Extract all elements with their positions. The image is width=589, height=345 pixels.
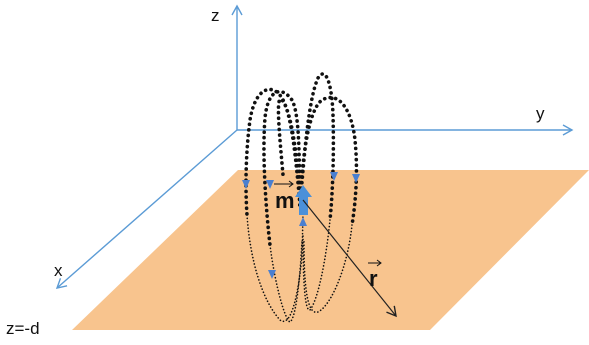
moment-label: m	[274, 180, 295, 213]
arrowhead-icon	[299, 217, 307, 226]
x-axis	[55, 129, 238, 289]
field-line-lower-2	[269, 239, 303, 323]
field-line-lower-4	[303, 224, 353, 313]
svg-text:m: m	[275, 188, 295, 213]
position-vector-r	[302, 199, 397, 318]
plane-z-minus-d	[72, 170, 589, 330]
field-line-upper-3	[298, 72, 336, 222]
y-axis-label: y	[536, 104, 545, 123]
arrowhead-icon	[242, 180, 250, 189]
svg-text:r: r	[369, 266, 378, 291]
arrowhead-icon	[352, 174, 360, 183]
field-line-upper-2	[262, 89, 302, 247]
field-line-upper-4	[298, 95, 359, 227]
field-direction-arrows	[242, 172, 360, 279]
plane-label: z=-d	[6, 319, 40, 338]
coordinate-axes	[55, 4, 574, 289]
field-line-lower-1	[246, 214, 304, 323]
arrowhead-icon	[268, 270, 276, 279]
field-line-lower-3	[302, 219, 331, 311]
field-line-upper-5	[276, 97, 302, 207]
arrowhead-icon	[266, 180, 274, 189]
position-label: r	[368, 259, 382, 291]
x-axis-label: x	[54, 261, 63, 280]
moment-arrow	[295, 185, 312, 215]
arrowhead-icon	[330, 172, 338, 181]
field-lines	[244, 72, 359, 323]
field-line-upper-1	[244, 87, 302, 217]
z-axis-label: z	[211, 6, 220, 25]
